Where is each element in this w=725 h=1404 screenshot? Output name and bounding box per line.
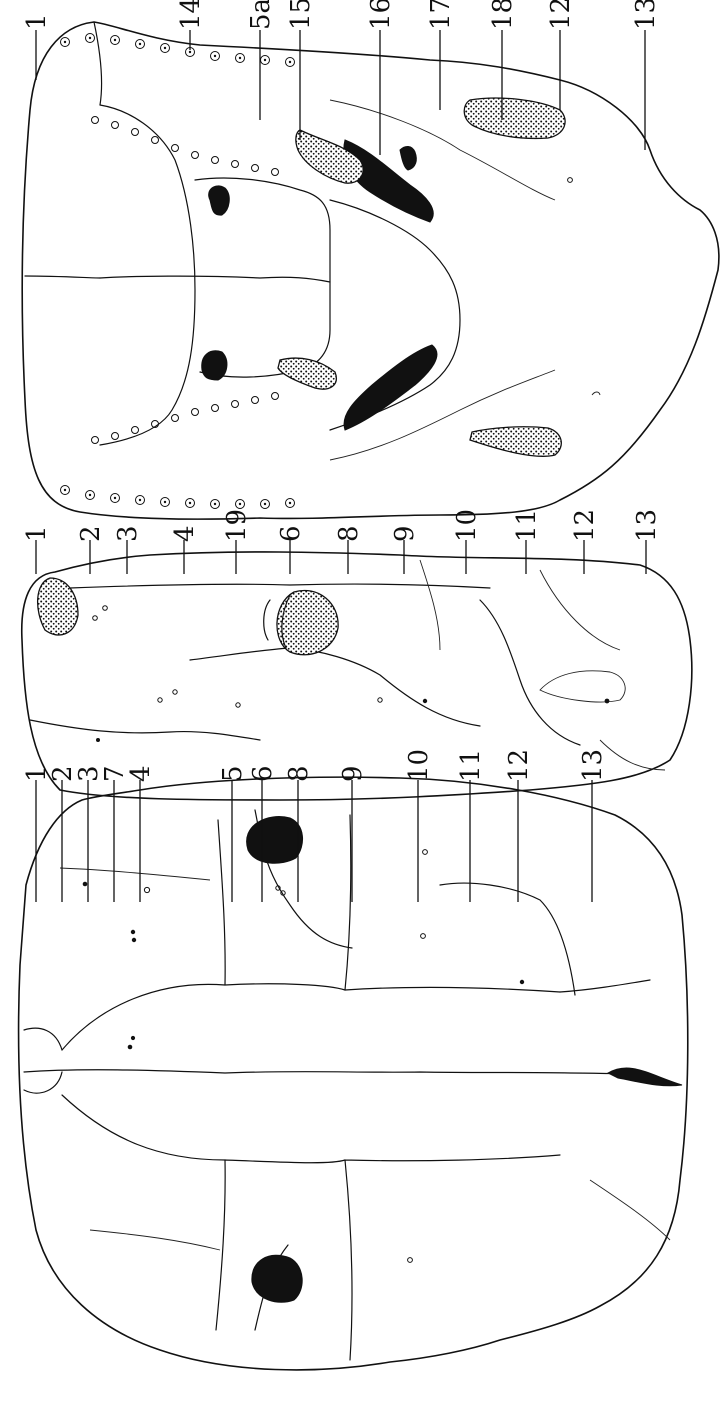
lateral-labels: 1 2 3 4 19 6 8 9 10 11 12 13: [22, 509, 662, 542]
lateral-label-12: 12: [570, 509, 600, 542]
dorsal-label-10: 10: [404, 749, 434, 782]
lateral-label-13: 13: [632, 509, 662, 542]
lateral-dorsal-margin: [70, 584, 490, 588]
ventral-left-choana: [209, 186, 230, 215]
ventral-right-stippled-region: [278, 358, 336, 389]
dorsal-view: [19, 777, 688, 1370]
ventral-foramina: [568, 178, 600, 395]
ventral-label-1: 1: [22, 13, 52, 30]
lateral-label-19: 19: [222, 509, 252, 542]
lateral-label-8: 8: [334, 525, 364, 542]
ventral-maxilla-margin: [100, 105, 195, 445]
lateral-label-4: 4: [170, 525, 200, 542]
dorsal-label-4: 4: [126, 765, 156, 782]
ventral-left-quadrate-condyle: [464, 98, 565, 138]
ventral-right-tooth-row-outer: [61, 486, 295, 509]
ventral-left-tooth-row-inner: [92, 117, 279, 176]
lateral-label-10: 10: [452, 509, 482, 542]
lateral-quadrate-opening: [540, 671, 625, 702]
ventral-label-12: 12: [546, 0, 576, 30]
lateral-label-6: 6: [276, 525, 306, 542]
ventral-label-15: 15: [286, 0, 316, 30]
dorsal-squamosal-sutures: [440, 883, 650, 995]
ventral-label-13: 13: [631, 0, 661, 30]
lateral-foramina: [93, 606, 610, 742]
lateral-nostril: [38, 578, 78, 635]
ventral-label-14: 14: [176, 0, 206, 30]
ventral-palatine-midline: [100, 276, 330, 282]
dorsal-foramina: [83, 850, 525, 1263]
dorsal-frontal-sutures: [216, 820, 345, 1330]
ventral-right-tooth-row-inner: [92, 393, 279, 444]
lateral-label-2: 2: [76, 525, 106, 542]
dorsal-lateral-sutures: [60, 868, 670, 1250]
ventral-view: [22, 22, 719, 519]
lateral-label-leaders: [36, 540, 646, 574]
ventral-right-choana: [202, 351, 227, 380]
lateral-orbit: [277, 590, 338, 654]
dorsal-label-12: 12: [504, 749, 534, 782]
lateral-label-1: 1: [22, 525, 52, 542]
dorsal-label-5: 5: [218, 765, 248, 782]
dorsal-premaxilla-sutures: [24, 1028, 62, 1093]
lateral-label-9: 9: [390, 525, 420, 542]
dorsal-label-8: 8: [284, 765, 314, 782]
ventral-label-5a: 5a: [246, 0, 276, 30]
dorsal-label-11: 11: [456, 749, 486, 782]
dorsal-label-6: 6: [248, 765, 278, 782]
dorsal-right-orbit: [247, 817, 303, 864]
dorsal-label-13: 13: [578, 749, 608, 782]
ventral-occipital-hook: [400, 146, 416, 170]
dorsal-label-leaders: [36, 780, 592, 902]
ventral-label-16: 16: [366, 0, 396, 30]
ventral-labels: 1 14 5a 15 16 17 18 12 13: [22, 0, 661, 30]
ventral-skull-outline: [22, 22, 719, 519]
ventral-label-18: 18: [488, 0, 518, 30]
ventral-right-quadrate-condyle: [470, 427, 561, 457]
dorsal-left-orbit: [252, 1255, 302, 1302]
lateral-jugal-suture: [190, 648, 480, 726]
dorsal-midline-suture: [24, 1070, 640, 1074]
lateral-label-11: 11: [512, 509, 542, 542]
ventral-label-17: 17: [426, 0, 456, 30]
lateral-quadratojugal-suture: [480, 600, 580, 745]
ventral-right-fenestra: [344, 345, 437, 430]
lateral-maxilla-suture: [30, 720, 260, 740]
dorsal-posterior-notch: [608, 1068, 682, 1086]
dorsal-label-9: 9: [338, 765, 368, 782]
lateral-label-3: 3: [113, 525, 143, 542]
dorsal-parietal-sutures: [345, 815, 560, 1360]
lateral-posterior-sutures: [420, 560, 665, 770]
ventral-left-stippled-region: [296, 130, 363, 183]
dorsal-postorbital-sutures: [255, 810, 352, 1330]
